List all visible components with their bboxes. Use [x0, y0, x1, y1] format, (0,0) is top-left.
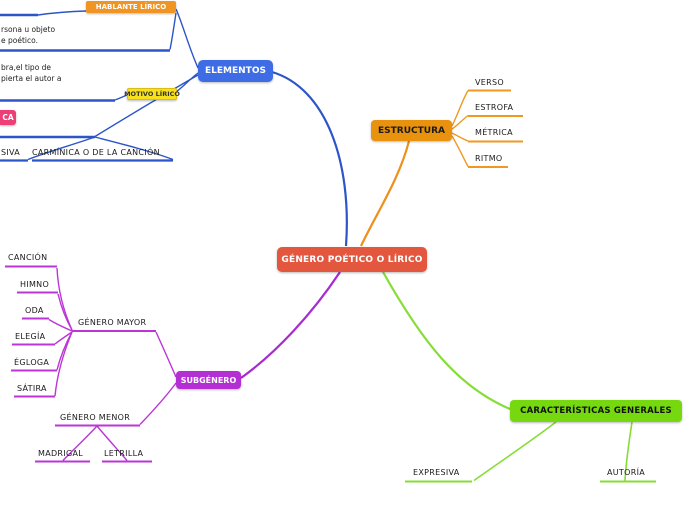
link-mayor-elegia	[54, 331, 73, 345]
node-motivo-lirico[interactable]: MOTIVO LÍRICO	[124, 88, 180, 100]
motivo-description-line1: bra,el tipo de	[1, 63, 52, 72]
link-estructura-center	[360, 140, 411, 247]
link-elementos-actitud	[94, 74, 199, 138]
node-actitud-fragment[interactable]: CA	[0, 110, 16, 125]
link-hablante-desc	[169, 12, 177, 50]
mayor-item-cancion[interactable]: CANCIÓN	[8, 253, 48, 262]
link-hablante-topleft	[37, 10, 87, 16]
link-elementos-center	[271, 70, 348, 247]
actitud-child-carminica[interactable]: CARMÍNICA O DE LA CANCIÓN	[32, 148, 160, 157]
link-estructura-estrofa	[451, 114, 469, 130]
node-hablante-lirico[interactable]: HABLANTE LÍRICO	[86, 1, 176, 13]
hablante-description-line1: rsona u objeto	[1, 25, 56, 34]
estructura-item-metrica[interactable]: MÉTRICA	[475, 128, 513, 137]
link-motivo-desc	[114, 94, 128, 101]
menor-item-madrigal[interactable]: MADRIGAL	[38, 449, 83, 458]
link-actitud-carminica	[94, 136, 174, 161]
link-mayor-himno	[57, 293, 73, 331]
mayor-item-satira[interactable]: SÁTIRA	[17, 384, 47, 393]
node-subgenero[interactable]: SUBGÉNERO	[176, 371, 241, 389]
link-elementos-motivo	[175, 72, 199, 93]
node-estructura[interactable]: ESTRUCTURA	[371, 120, 452, 141]
node-caracteristicas-generales[interactable]: CARACTERÍSTICAS GENERALES	[510, 400, 682, 422]
hablante-description[interactable]: rsona u objeto e poético.	[1, 24, 55, 46]
link-estructura-verso	[451, 90, 469, 127]
mayor-item-himno[interactable]: HIMNO	[20, 280, 50, 289]
estructura-item-ritmo[interactable]: RITMO	[475, 154, 503, 163]
estructura-links	[360, 89, 523, 247]
link-mayor-oda	[48, 318, 73, 332]
elementos-links	[0, 8, 348, 247]
node-elementos[interactable]: ELEMENTOS	[198, 60, 273, 82]
link-caracteristicas-center	[382, 271, 511, 411]
caracteristicas-item-autoria[interactable]: AUTORÍA	[607, 468, 646, 477]
link-subgenero-mayor	[155, 331, 177, 378]
estructura-item-verso[interactable]: VERSO	[475, 78, 504, 87]
motivo-description[interactable]: bra,el tipo de pierta el autor a	[1, 62, 62, 84]
link-elementos-hablante	[175, 8, 199, 69]
hablante-description-line2: e poético.	[1, 36, 38, 45]
node-genero-poetico[interactable]: GÉNERO POÉTICO O LÍRICO	[277, 247, 427, 272]
caracteristicas-links	[382, 271, 656, 483]
motivo-description-line2: pierta el autor a	[1, 74, 62, 83]
subgenero-links	[5, 265, 341, 463]
node-genero-mayor[interactable]: GÉNERO MAYOR	[78, 318, 147, 327]
caracteristicas-item-expresiva[interactable]: EXPRESIVA	[413, 468, 460, 477]
link-actitud-siva	[27, 136, 96, 161]
link-menor-madrigal	[62, 425, 98, 461]
actitud-child-siva[interactable]: SIVA	[1, 148, 21, 157]
link-caracteristicas-expresiva	[473, 421, 557, 482]
mayor-item-egloga[interactable]: ÉGLOGA	[14, 358, 50, 367]
link-estructura-metrica	[451, 132, 469, 142]
link-caracteristicas-autoria	[624, 421, 633, 481]
mayor-item-elegia[interactable]: ELEGÍA	[15, 332, 46, 341]
node-genero-menor[interactable]: GÉNERO MENOR	[60, 413, 131, 422]
link-subgenero-center	[240, 271, 341, 379]
link-mayor-satira	[54, 331, 73, 397]
menor-item-letrilla[interactable]: LETRILLA	[104, 449, 144, 458]
mayor-item-oda[interactable]: ODA	[25, 306, 44, 315]
link-menor-letrilla	[96, 425, 128, 461]
link-subgenero-menor	[139, 382, 177, 425]
link-estructura-ritmo	[451, 135, 469, 167]
estructura-item-estrofa[interactable]: ESTROFA	[475, 103, 514, 112]
